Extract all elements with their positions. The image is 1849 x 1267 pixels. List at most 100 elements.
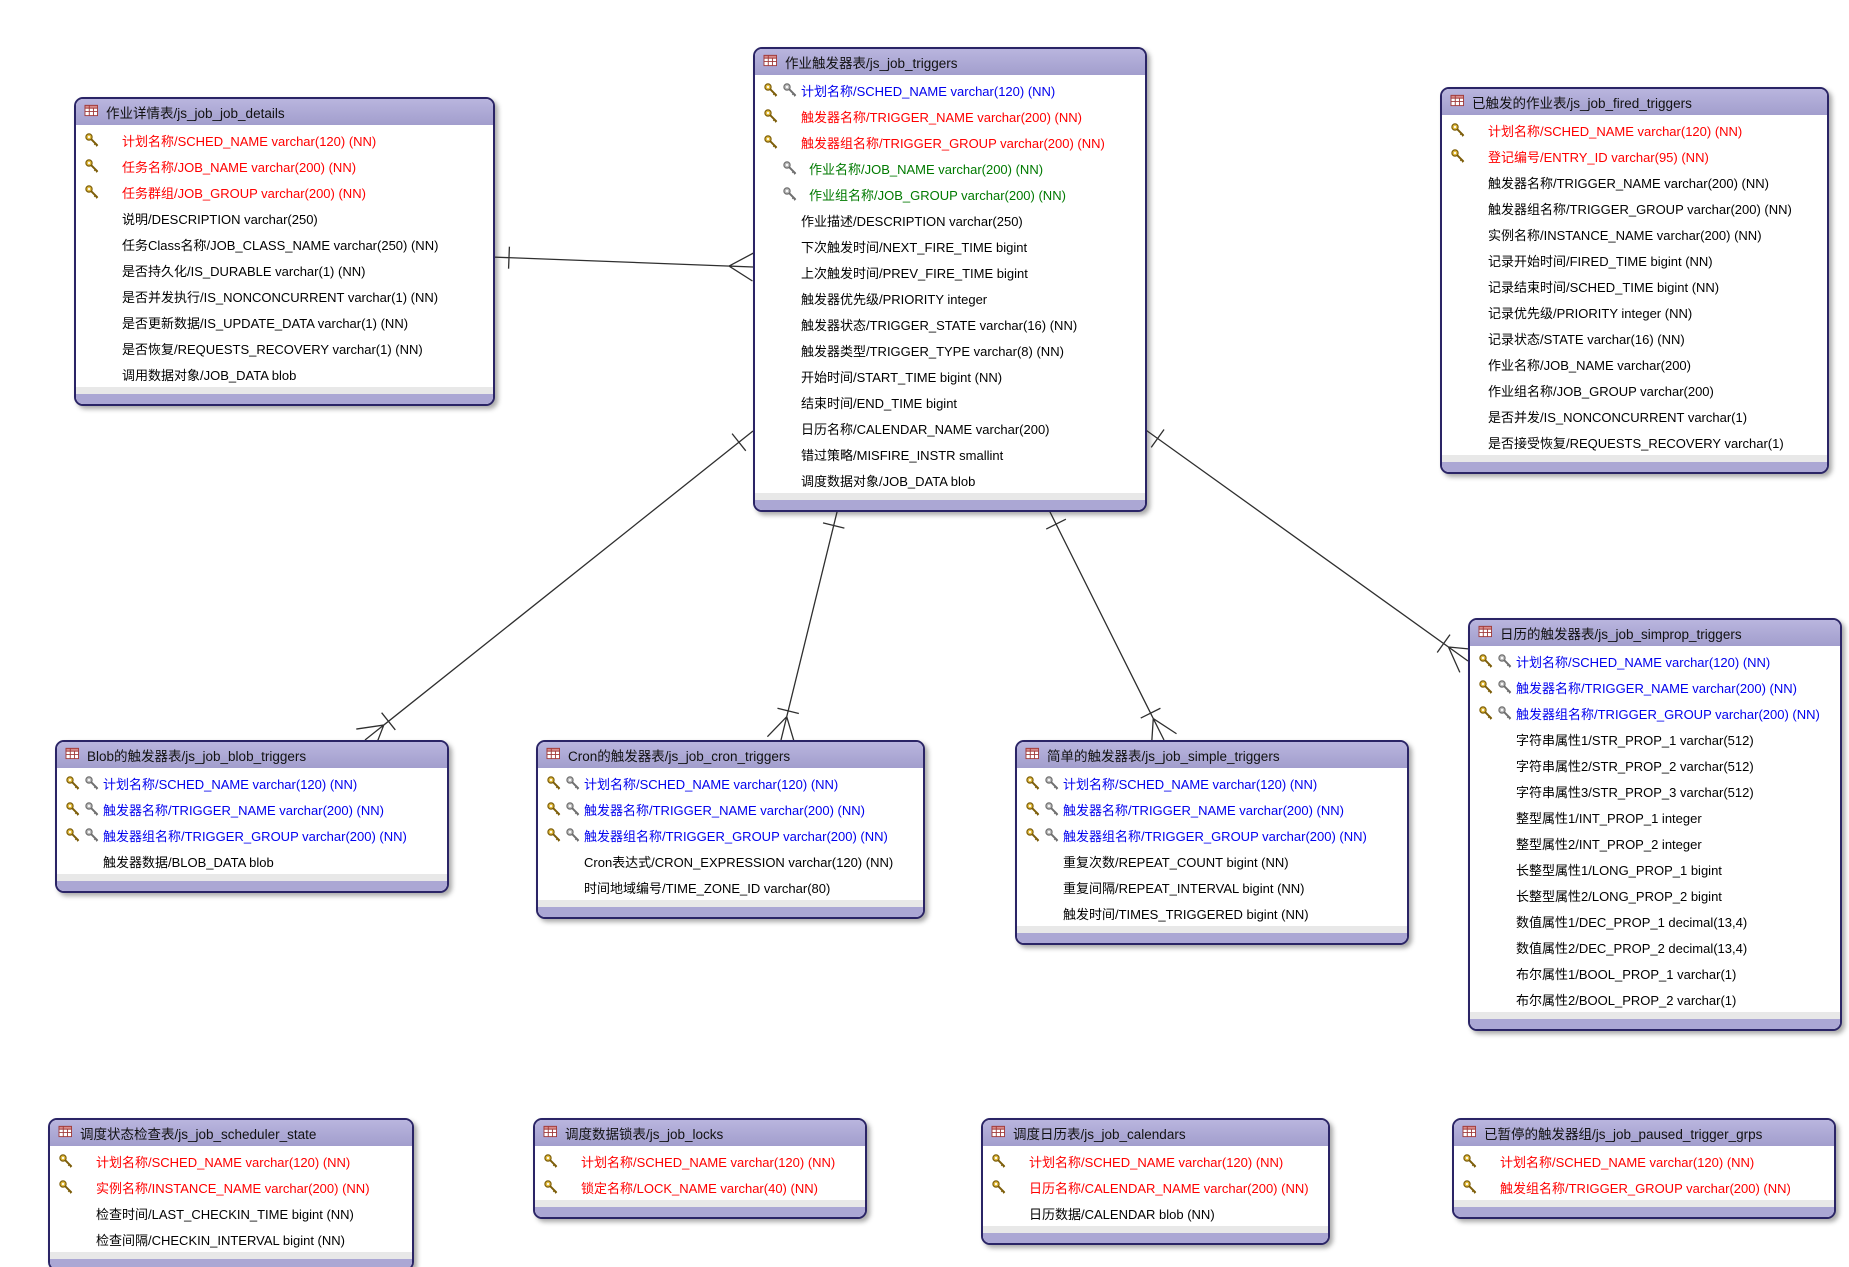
column-label: 计划名称/SCHED_NAME varchar(120) (NN) (801, 83, 1056, 99)
column-row: 计划名称/SCHED_NAME varchar(120) (NN) (755, 77, 1145, 103)
table-header[interactable]: 已暂停的触发器组/js_job_paused_trigger_grps (1454, 1120, 1834, 1147)
gold-key-icon (1025, 775, 1041, 791)
table-title: 调度状态检查表/js_job_scheduler_state (80, 1127, 317, 1142)
column-row: 数值属性2/DEC_PROP_2 decimal(13,4) (1470, 934, 1840, 960)
table-header[interactable]: 日历的触发器表/js_job_simprop_triggers (1470, 620, 1840, 647)
column-row: 时间地域编号/TIME_ZONE_ID varchar(80) (538, 874, 923, 900)
table-header[interactable]: 调度日历表/js_job_calendars (983, 1120, 1328, 1147)
table-columns: 计划名称/SCHED_NAME varchar(120) (NN)任务名称/JO… (76, 126, 493, 387)
table-grid-icon (65, 747, 80, 763)
column-label: 是否并发/IS_NONCONCURRENT varchar(1) (1488, 409, 1748, 425)
gold-key-icon (84, 158, 100, 174)
column-row: 整型属性2/INT_PROP_2 integer (1470, 830, 1840, 856)
column-label: 触发器组名称/TRIGGER_GROUP varchar(200) (NN) (1063, 828, 1367, 844)
column-row: 开始时间/START_TIME bigint (NN) (755, 363, 1145, 389)
table-footer-bar (50, 1259, 412, 1267)
table-columns: 计划名称/SCHED_NAME varchar(120) (NN)触发组名称/T… (1454, 1147, 1834, 1200)
connector-triggers-to-cron_triggers (766, 507, 845, 744)
column-row: 触发器名称/TRIGGER_NAME varchar(200) (NN) (1017, 796, 1407, 822)
gray-key-icon (84, 775, 100, 791)
column-label: 触发器名称/TRIGGER_NAME varchar(200) (NN) (801, 109, 1082, 125)
gray-key-icon (1497, 705, 1513, 721)
column-row: 计划名称/SCHED_NAME varchar(120) (NN) (57, 770, 447, 796)
table-bottom-strip (1470, 1012, 1840, 1019)
column-row: 锁定名称/LOCK_NAME varchar(40) (NN) (535, 1174, 865, 1200)
column-row: 触发器组名称/TRIGGER_GROUP varchar(200) (NN) (1470, 700, 1840, 726)
column-row: 字符串属性2/STR_PROP_2 varchar(512) (1470, 752, 1840, 778)
column-row: 计划名称/SCHED_NAME varchar(120) (NN) (1470, 648, 1840, 674)
table-paused_trigger_grps[interactable]: 已暂停的触发器组/js_job_paused_trigger_grps 计划名称/… (1452, 1118, 1836, 1219)
column-label: 触发器优先级/PRIORITY integer (801, 291, 988, 307)
column-label: 作业名称/JOB_NAME varchar(200) (1488, 357, 1691, 373)
column-row: 触发器名称/TRIGGER_NAME varchar(200) (NN) (1442, 169, 1827, 195)
gold-key-icon (65, 827, 81, 843)
gold-key-icon (546, 775, 562, 791)
column-label: 开始时间/START_TIME bigint (NN) (801, 369, 1003, 385)
table-columns: 计划名称/SCHED_NAME varchar(120) (NN)登记编号/EN… (1442, 116, 1827, 455)
table-header[interactable]: 作业触发器表/js_job_triggers (755, 49, 1145, 76)
table-title: 已暂停的触发器组/js_job_paused_trigger_grps (1484, 1127, 1763, 1142)
column-row: 布尔属性1/BOOL_PROP_1 varchar(1) (1470, 960, 1840, 986)
column-row: 任务名称/JOB_NAME varchar(200) (NN) (76, 153, 493, 179)
column-label: 触发器名称/TRIGGER_NAME varchar(200) (NN) (1063, 802, 1344, 818)
table-grid-icon (58, 1125, 73, 1141)
table-columns: 计划名称/SCHED_NAME varchar(120) (NN)触发器名称/T… (1017, 769, 1407, 926)
connector-triggers-to-simple_triggers (1045, 507, 1177, 747)
gold-key-icon (84, 184, 100, 200)
column-label: 记录状态/STATE varchar(16) (NN) (1488, 331, 1685, 347)
column-label: 触发器名称/TRIGGER_NAME varchar(200) (NN) (103, 802, 384, 818)
column-label: 字符串属性3/STR_PROP_3 varchar(512) (1516, 784, 1754, 800)
gray-key-icon (1044, 775, 1060, 791)
gold-key-icon (543, 1153, 559, 1169)
column-label: 触发时间/TIMES_TRIGGERED bigint (NN) (1063, 906, 1309, 922)
column-row: 触发器组名称/TRIGGER_GROUP varchar(200) (NN) (538, 822, 923, 848)
table-header[interactable]: Cron的触发器表/js_job_cron_triggers (538, 742, 923, 769)
table-header[interactable]: 作业详情表/js_job_job_details (76, 99, 493, 126)
column-row: 触发器组名称/TRIGGER_GROUP varchar(200) (NN) (755, 129, 1145, 155)
column-row: 记录优先级/PRIORITY integer (NN) (1442, 299, 1827, 325)
column-label: 长整型属性1/LONG_PROP_1 bigint (1516, 862, 1722, 878)
table-title: 已触发的作业表/js_job_fired_triggers (1472, 96, 1692, 111)
column-row: 触发时间/TIMES_TRIGGERED bigint (NN) (1017, 900, 1407, 926)
table-header[interactable]: 简单的触发器表/js_job_simple_triggers (1017, 742, 1407, 769)
gray-key-icon (782, 160, 798, 176)
gray-key-icon (782, 186, 798, 202)
column-label: 结束时间/END_TIME bigint (801, 395, 958, 411)
table-bottom-strip (1442, 455, 1827, 462)
table-header[interactable]: 调度数据锁表/js_job_locks (535, 1120, 865, 1147)
table-header[interactable]: 已触发的作业表/js_job_fired_triggers (1442, 89, 1827, 116)
gold-key-icon (1450, 148, 1466, 164)
column-label: 触发器名称/TRIGGER_NAME varchar(200) (NN) (584, 802, 865, 818)
table-triggers[interactable]: 作业触发器表/js_job_triggers 计划名称/SCHED_NAME va… (753, 47, 1147, 512)
table-grid-icon (1462, 1125, 1477, 1141)
column-label: 计划名称/SCHED_NAME varchar(120) (NN) (1516, 654, 1771, 670)
table-simprop_triggers[interactable]: 日历的触发器表/js_job_simprop_triggers 计划名称/SCHE… (1468, 618, 1842, 1031)
column-row: 记录状态/STATE varchar(16) (NN) (1442, 325, 1827, 351)
column-row: 作业组名称/JOB_GROUP varchar(200) (1442, 377, 1827, 403)
gray-key-icon (1044, 827, 1060, 843)
table-header[interactable]: 调度状态检查表/js_job_scheduler_state (50, 1120, 412, 1147)
column-row: 是否持久化/IS_DURABLE varchar(1) (NN) (76, 257, 493, 283)
column-row: 触发器组名称/TRIGGER_GROUP varchar(200) (NN) (1017, 822, 1407, 848)
column-row: 实例名称/INSTANCE_NAME varchar(200) (NN) (50, 1174, 412, 1200)
column-row: 记录结束时间/SCHED_TIME bigint (NN) (1442, 273, 1827, 299)
gold-key-icon (58, 1179, 74, 1195)
column-label: 数值属性2/DEC_PROP_2 decimal(13,4) (1516, 940, 1748, 956)
column-label: 检查时间/LAST_CHECKIN_TIME bigint (NN) (96, 1206, 354, 1222)
table-fired_triggers[interactable]: 已触发的作业表/js_job_fired_triggers 计划名称/SCHED_… (1440, 87, 1829, 474)
column-row: 触发器类型/TRIGGER_TYPE varchar(8) (NN) (755, 337, 1145, 363)
table-footer-bar (755, 500, 1145, 510)
column-label: 触发器名称/TRIGGER_NAME varchar(200) (NN) (1488, 175, 1769, 191)
gold-key-icon (1478, 653, 1494, 669)
gold-key-icon (65, 801, 81, 817)
gold-key-icon (763, 108, 779, 124)
table-header[interactable]: Blob的触发器表/js_job_blob_triggers (57, 742, 447, 769)
column-row: 检查时间/LAST_CHECKIN_TIME bigint (NN) (50, 1200, 412, 1226)
